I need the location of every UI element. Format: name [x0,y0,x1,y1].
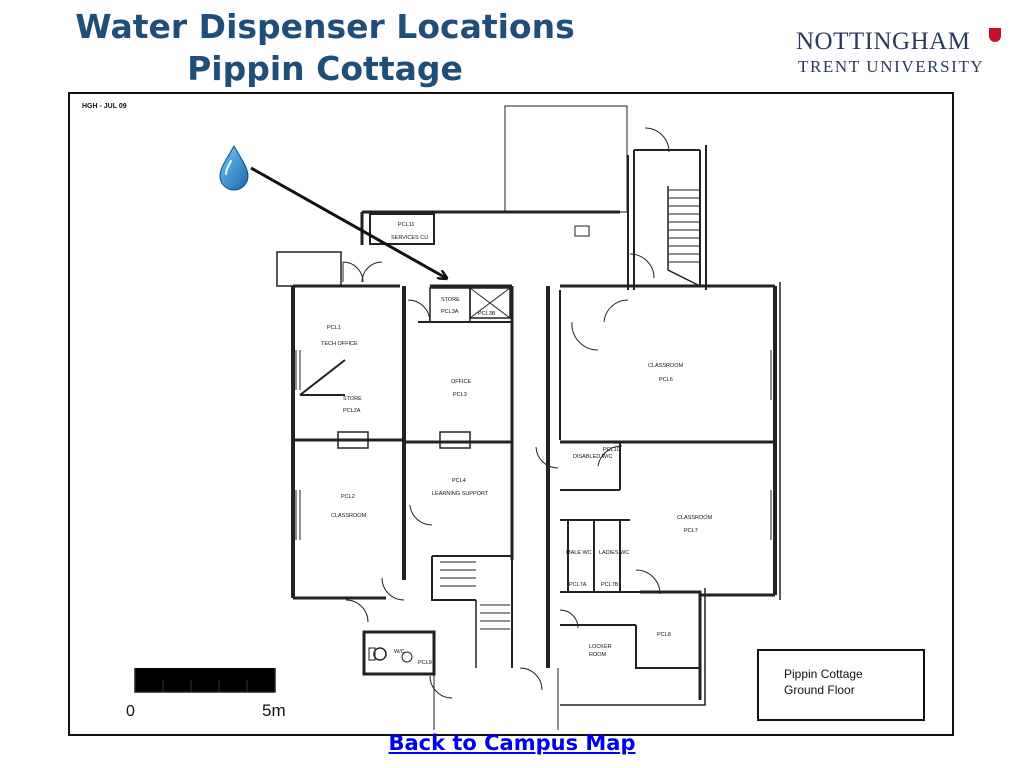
scale-min-label: 0 [126,703,135,720]
room-label: PCL7 [684,528,698,534]
legend-line-2: Ground Floor [784,683,855,697]
building-walls [276,105,781,730]
room-label: CLASSROOM [677,515,713,521]
university-logo: NOTTINGHAM TRENT UNIVERSITY [796,28,1006,78]
room-label: OFFICE [451,379,471,385]
plan-reference: HGH - JUL 09 [82,103,127,110]
room-label: W/C [394,649,405,655]
room-label: PCL6 [659,377,673,383]
room-label: PCL1 [327,325,341,331]
room-label: PCL9 [418,660,432,666]
crest-icon [989,28,1001,42]
title-line-1: Water Dispenser Locations [75,7,575,46]
room-label: DISABLED W/C [573,454,612,460]
room-label: TECH OFFICE [321,341,358,347]
room-label: STORE [441,297,460,303]
room-label: PCL3A [441,309,459,315]
water-drop-icon[interactable] [219,144,249,191]
room-label: PCL7A [569,582,587,588]
room-label: PCL3 [453,392,467,398]
room-label: PCL10 [603,447,620,453]
room-label: PCL8 [657,632,671,638]
back-to-campus-map-link[interactable]: Back to Campus Map [388,731,636,755]
logo-line-1: NOTTINGHAM [796,28,971,55]
room-label: PCL4 [452,478,466,484]
logo-line-2: TRENT UNIVERSITY [798,57,985,76]
room-label: LEARNING SUPPORT [432,491,489,497]
room-label: CLASSROOM [648,363,684,369]
room-label: MALE WC [566,550,592,556]
room-label: PCL2 [341,494,355,500]
room-label: LADIES WC [599,550,629,556]
scale-max-label: 5m [262,701,286,720]
room-label: LOCKER [589,644,612,650]
room-label: SERVICES CU [391,235,428,241]
room-labels: PCL11 SERVICES CU STORE PCL3A PCL3B PCL1… [321,222,713,666]
scale-bar [134,668,276,693]
room-label: STORE [343,396,362,402]
room-label: PCL3B [478,311,496,317]
room-label: PCL11 [398,222,414,228]
room-label: PCL2A [343,408,361,414]
title-line-2: Pippin Cottage [187,49,463,88]
page-title: Water Dispenser Locations Pippin Cottage [30,6,620,90]
legend-line-1: Pippin Cottage [784,667,863,681]
room-label: CLASSROOM [331,513,367,519]
room-label: PCL7B [601,582,619,588]
plan-legend: Pippin Cottage Ground Floor [757,649,925,721]
room-label: ROOM [589,652,607,658]
location-arrow [250,166,446,278]
